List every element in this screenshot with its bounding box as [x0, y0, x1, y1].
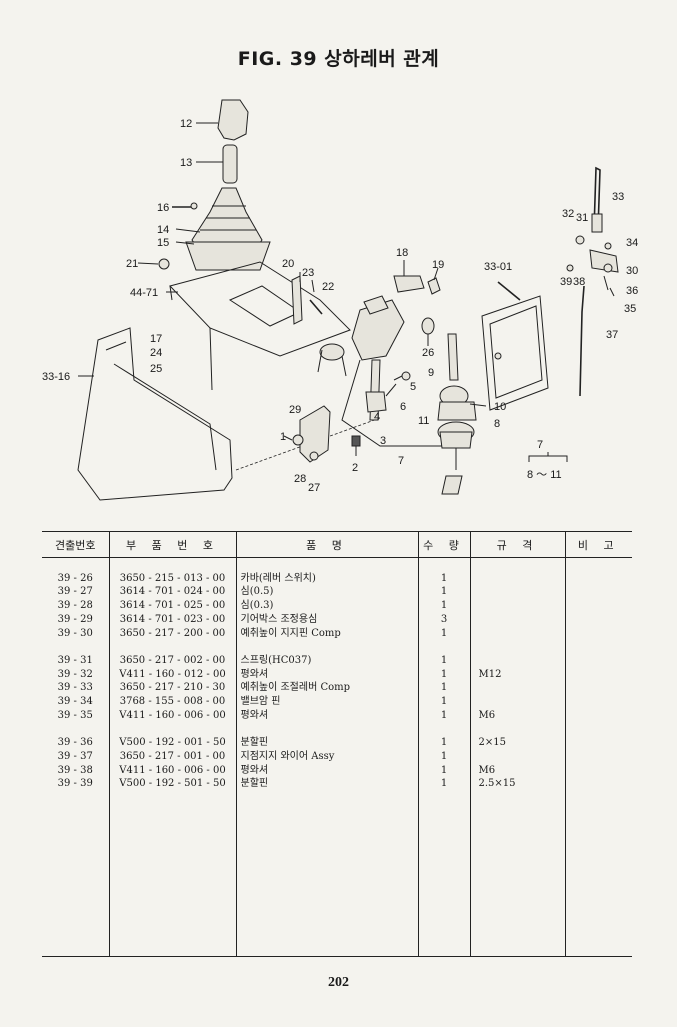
lever-assembly	[317, 295, 444, 447]
group-bracket	[528, 452, 568, 462]
table-row: 39 - 37 3650 - 217 - 001 - 00 지점지지 와이어 A…	[42, 749, 632, 764]
callout-21: 21	[126, 258, 138, 270]
figure-title: FIG. 39 상하레버 관계	[237, 48, 440, 70]
callout-37: 37	[606, 329, 618, 341]
callout-24: 24	[150, 347, 162, 359]
callout-28: 28	[294, 473, 306, 485]
valve-assembly-8-11	[437, 333, 487, 495]
callout-5: 5	[410, 381, 416, 393]
callout-8: 8	[494, 418, 500, 430]
table-row: 39 - 30 3650 - 217 - 200 - 00 예취높이 지지핀 C…	[42, 626, 632, 641]
header-item-no: 견출번호	[42, 531, 109, 558]
plate-part-33-01	[481, 281, 549, 411]
bracket-part-18-19	[393, 260, 441, 295]
header-note: 비 고	[564, 531, 632, 558]
table-row: 39 - 27 3614 - 701 - 024 - 00 심(0.5) 1	[42, 585, 632, 600]
table-row: 39 - 28 3614 - 701 - 025 - 00 심(0.3) 1	[42, 599, 632, 613]
spacer-row	[42, 640, 632, 654]
callout-30: 30	[626, 265, 638, 277]
parts-table: 견출번호 부 품 번 호 품 명 수 량 규 격 비 고 39 - 26 365…	[42, 531, 632, 957]
table-row: 39 - 31 3650 - 217 - 002 - 00 스프링(HC037)…	[42, 653, 632, 668]
callout-4: 4	[374, 411, 380, 423]
sleeve-part-13	[196, 144, 238, 184]
callout-20: 20	[282, 258, 294, 270]
callout-18: 18	[396, 247, 408, 259]
table-row: 39 - 38 V411 - 160 - 006 - 00 평와셔 1 M6	[42, 763, 632, 778]
callout-33: 33	[612, 191, 624, 203]
header-quantity: 수 량	[417, 531, 470, 558]
callout-44-71: 44-71	[130, 287, 158, 299]
callout-10: 10	[494, 401, 506, 413]
table-header-row: 견출번호 부 품 번 호 품 명 수 량 규 격 비 고	[42, 531, 632, 558]
callout-3: 3	[380, 435, 386, 447]
callout-8-to-11: 8 ～ 11	[527, 469, 562, 481]
table-row: 39 - 36 V500 - 192 - 001 - 50 분할핀 1 2×15	[42, 736, 632, 750]
spacer-row	[42, 557, 632, 572]
callout-16: 16	[157, 202, 169, 214]
knob-part-12	[196, 99, 249, 141]
callout-38: 38	[573, 276, 585, 288]
boot-part-14	[175, 187, 271, 271]
callout-1: 1	[280, 431, 286, 443]
callout-14: 14	[157, 224, 169, 236]
lever-part-33	[566, 166, 619, 397]
bolt-part-16	[172, 202, 198, 210]
callout-6: 6	[400, 401, 406, 413]
callout-7-group: 7	[537, 439, 543, 451]
header-part-no: 부 품 번 호	[108, 531, 236, 558]
callout-23: 23	[302, 267, 314, 279]
callout-33-01: 33-01	[484, 261, 512, 273]
callout-33-16: 33-16	[42, 371, 70, 383]
callout-19: 19	[432, 259, 444, 271]
callout-35: 35	[624, 303, 636, 315]
table-row: 39 - 32 V411 - 160 - 012 - 00 평와셔 1 M12	[42, 667, 632, 682]
spacer-row	[42, 722, 632, 737]
callout-13: 13	[180, 157, 192, 169]
callout-25: 25	[150, 363, 162, 375]
callout-39: 39	[560, 276, 572, 288]
callout-12: 12	[180, 118, 192, 130]
callout-29: 29	[289, 404, 301, 416]
exploded-parts-diagram: 12 13 16 14 15 21 44-71 20 23 22 17 24 2…	[0, 80, 677, 520]
empty-filler-row	[42, 790, 632, 957]
rod-part-20	[291, 272, 323, 325]
table-row: 39 - 33 3650 - 217 - 210 - 30 예취높이 조절레버 …	[42, 681, 632, 695]
table-row: 39 - 34 3768 - 155 - 008 - 00 밸브암 핀 1	[42, 695, 632, 709]
callout-34: 34	[626, 237, 638, 249]
page-number: 202	[328, 975, 349, 990]
diagram-svg: 12 13 16 14 15 21 44-71 20 23 22 17 24 2…	[42, 99, 638, 501]
bracket-part-29	[283, 405, 361, 463]
callout-32: 32	[562, 208, 574, 220]
callout-11: 11	[418, 415, 429, 427]
callout-7-main: 7	[398, 455, 404, 467]
callout-22: 22	[322, 281, 334, 293]
table-row: 39 - 29 3614 - 701 - 023 - 00 기어박스 조정용심 …	[42, 612, 632, 627]
table-row: 39 - 39 V500 - 192 - 501 - 50 분할핀 1 2.5×…	[42, 777, 632, 791]
callout-36: 36	[626, 285, 638, 297]
callout-27: 27	[308, 482, 320, 494]
panel-part-44-71	[137, 258, 351, 391]
table-row: 39 - 35 V411 - 160 - 006 - 00 평와셔 1 M6	[42, 708, 632, 723]
callout-9: 9	[428, 367, 434, 379]
callout-2: 2	[352, 462, 358, 474]
callout-26: 26	[422, 347, 434, 359]
callout-15: 15	[157, 237, 169, 249]
header-spec: 규 격	[469, 531, 565, 558]
header-part-name: 품 명	[235, 531, 418, 558]
callout-17: 17	[150, 333, 162, 345]
callout-31: 31	[576, 212, 588, 224]
table-row: 39 - 26 3650 - 215 - 013 - 00 카바(레버 스위치)…	[42, 571, 632, 586]
